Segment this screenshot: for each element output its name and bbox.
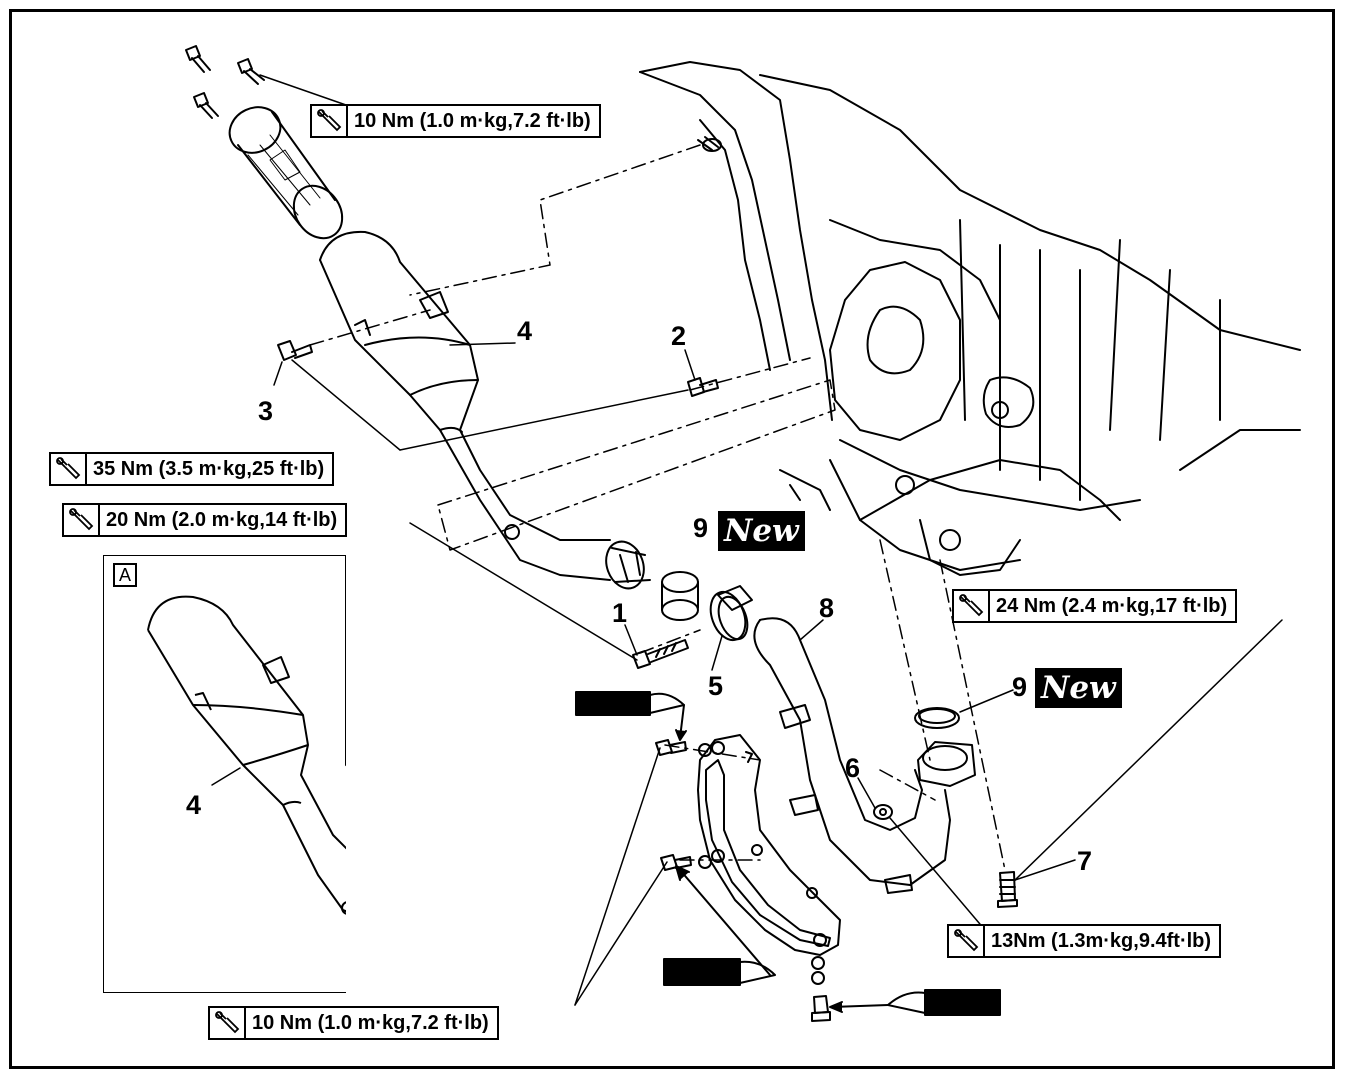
centerline-nut-6 — [879, 769, 936, 801]
torque-spec-13nm: 13Nm (1.3m·kg,9.4ft·lb) — [947, 924, 1222, 958]
callout-6: 6 — [845, 753, 861, 783]
torque-spec-35nm: 35 Nm (3.5 m·kg,25 ft·lb) — [49, 452, 335, 486]
frame-bolt-upper — [697, 136, 722, 152]
new-part-tag-lower: New — [1035, 668, 1122, 708]
clamp-bolt-1 — [632, 639, 689, 669]
centerline-silencer-upper — [409, 144, 701, 296]
spark-arrester — [228, 106, 344, 240]
torque-spec-24nm: 24 Nm (2.4 m·kg,17 ft·lb) — [952, 589, 1238, 623]
callout-9-upper: 9 — [693, 513, 709, 543]
torque-wrench-icon — [949, 926, 985, 956]
torque-value: 13Nm (1.3m·kg,9.4ft·lb) — [991, 929, 1212, 952]
callout-4-inset: 4 — [186, 790, 202, 820]
torque-value: 24 Nm (2.4 m·kg,17 ft·lb) — [996, 594, 1228, 617]
inset-label-text: A — [118, 564, 131, 585]
inset-view-a — [103, 555, 346, 993]
new-part-tag-upper: New — [718, 511, 805, 551]
torque-wrench-icon — [64, 505, 100, 535]
inset-label-a: A — [113, 563, 137, 587]
callout-7: 7 — [1077, 846, 1093, 876]
silencer-bolt-3 — [277, 340, 313, 361]
inset-silencer-drawing — [103, 555, 346, 993]
callout-4: 4 — [517, 316, 533, 346]
silencer-bolt-2 — [687, 377, 719, 397]
torque-value: 20 Nm (2.0 m·kg,14 ft·lb) — [106, 508, 338, 531]
leader-lines — [211, 74, 1283, 1006]
gasket-9-sleeve — [661, 571, 699, 621]
torque-wrench-icon — [210, 1008, 246, 1038]
grease-arrows — [675, 704, 889, 1013]
callout-5: 5 — [708, 671, 724, 701]
callout-3: 3 — [258, 396, 274, 426]
centerline-bolt-7 — [939, 559, 1006, 871]
centerline-bolt-2 — [689, 357, 811, 391]
centerline-frame — [437, 379, 836, 551]
torque-wrench-icon — [51, 454, 87, 484]
torque-value: 10 Nm (1.0 m·kg,7.2 ft·lb) — [354, 109, 591, 132]
centerline-bracket-upper — [664, 744, 761, 761]
nut-6 — [873, 804, 893, 820]
centerline-gasket — [879, 539, 931, 761]
gasket-9-ring — [914, 707, 960, 729]
clamp-5 — [709, 585, 753, 642]
torque-value: 35 Nm (3.5 m·kg,25 ft·lb) — [93, 457, 325, 480]
torque-spec-20nm: 20 Nm (2.0 m·kg,14 ft·lb) — [62, 503, 348, 537]
bracket-bolts — [655, 739, 831, 1022]
diagram-border — [9, 9, 1335, 1069]
grease-applicator-icon — [575, 691, 1001, 1016]
callout-2: 2 — [671, 321, 687, 351]
protector-bracket — [697, 734, 841, 956]
spark-arrester-bolts — [185, 45, 265, 119]
exhaust-pipe-8 — [753, 617, 976, 894]
centerline-bolt-1 — [639, 629, 701, 654]
callout-1: 1 — [612, 598, 628, 628]
frame-and-engine-outline — [639, 61, 1301, 576]
callout-9-lower: 9 — [1012, 672, 1028, 702]
torque-wrench-icon — [312, 106, 348, 136]
bolt-7 — [997, 871, 1018, 908]
torque-value: 10 Nm (1.0 m·kg,7.2 ft·lb) — [252, 1011, 489, 1034]
torque-spec-top: 10 Nm (1.0 m·kg,7.2 ft·lb) — [310, 104, 601, 138]
centerline-bolt-3 — [309, 309, 431, 346]
torque-spec-bottom: 10 Nm (1.0 m·kg,7.2 ft·lb) — [208, 1006, 499, 1040]
silencer-4 — [319, 230, 651, 590]
torque-wrench-icon — [954, 591, 990, 621]
callout-8: 8 — [819, 593, 835, 623]
